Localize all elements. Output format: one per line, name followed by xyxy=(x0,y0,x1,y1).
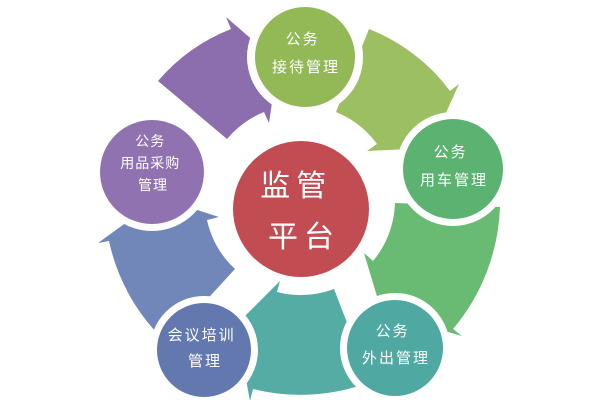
arrow-outing-to-meeting xyxy=(236,281,370,400)
node-label-vehicle: 公务 用车管理 xyxy=(420,143,488,189)
node-label-reception: 公务 接待管理 xyxy=(272,30,340,76)
node-circle-vehicle xyxy=(403,119,503,219)
node-label-procurement: 公务 用品采购 管理 xyxy=(120,134,185,194)
arrow-meeting-to-procurement xyxy=(98,198,235,343)
node-circle-reception xyxy=(255,7,355,107)
node-circles xyxy=(100,7,503,397)
node-label-meeting-training: 会议培训 管理 xyxy=(168,326,243,370)
node-circle-procurement xyxy=(100,120,204,224)
node-labels: 监管 平台 公务 接待管理 公务 用车管理 公务 外出管理 会议培训 管理 公务 xyxy=(120,30,488,370)
node-circle-outing xyxy=(347,300,443,396)
center-node-circle xyxy=(233,141,369,277)
node-circle-meeting-training xyxy=(157,303,251,397)
center-node-label: 监管 平台 xyxy=(260,169,348,255)
node-label-outing: 公务 外出管理 xyxy=(362,322,430,367)
